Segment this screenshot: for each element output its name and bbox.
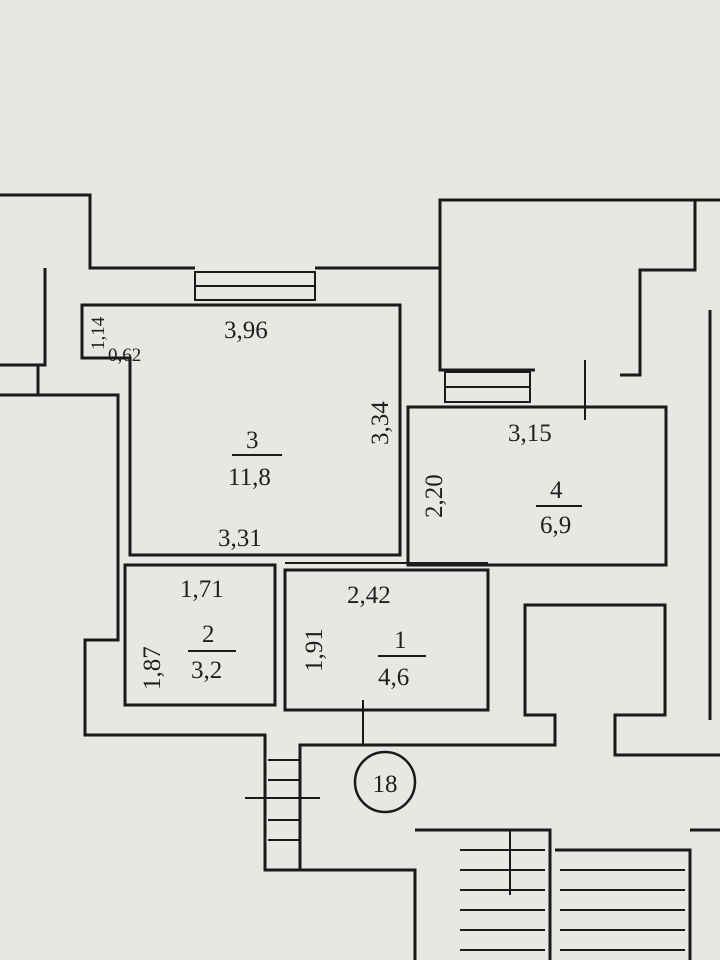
room2-area: 3,2 — [191, 657, 222, 684]
room1-area: 4,6 — [378, 664, 409, 691]
room1-left-dimension: 1,91 — [301, 628, 328, 672]
room1-top-dimension: 2,42 — [347, 582, 391, 609]
room3-area: 11,8 — [228, 464, 271, 491]
room3-number: 3 — [246, 427, 259, 454]
room-4: 3,15 2,20 4 6,9 — [406, 405, 668, 567]
room3-right-dimension: 3,34 — [367, 401, 394, 445]
apartment-number: 18 — [373, 771, 398, 798]
apartment-number-marker: 18 — [353, 750, 417, 814]
room4-left-dimension: 2,20 — [421, 474, 448, 518]
room4-number: 4 — [550, 477, 563, 504]
room2-number: 2 — [202, 621, 215, 648]
room2-top-dimension: 1,71 — [180, 576, 224, 603]
window-marks — [194, 271, 685, 951]
room-2: 1,71 1,87 2 3,2 — [123, 563, 277, 707]
room-3: 3,96 3,31 3,34 1,14 0,62 3 11,8 — [80, 303, 402, 557]
room3-top-dimension: 3,96 — [224, 317, 268, 344]
room-1: 2,42 1,91 1 4,6 — [283, 562, 490, 712]
room3-bottom-dimension: 3,31 — [218, 525, 262, 552]
room4-area: 6,9 — [540, 512, 571, 539]
niche-height-dimension: 1,14 — [88, 316, 109, 350]
niche-width-dimension: 0,62 — [108, 345, 141, 366]
room4-top-dimension: 3,15 — [508, 420, 552, 447]
room1-number: 1 — [394, 627, 407, 654]
walls — [0, 193, 720, 960]
room2-left-dimension: 1,87 — [139, 646, 166, 690]
